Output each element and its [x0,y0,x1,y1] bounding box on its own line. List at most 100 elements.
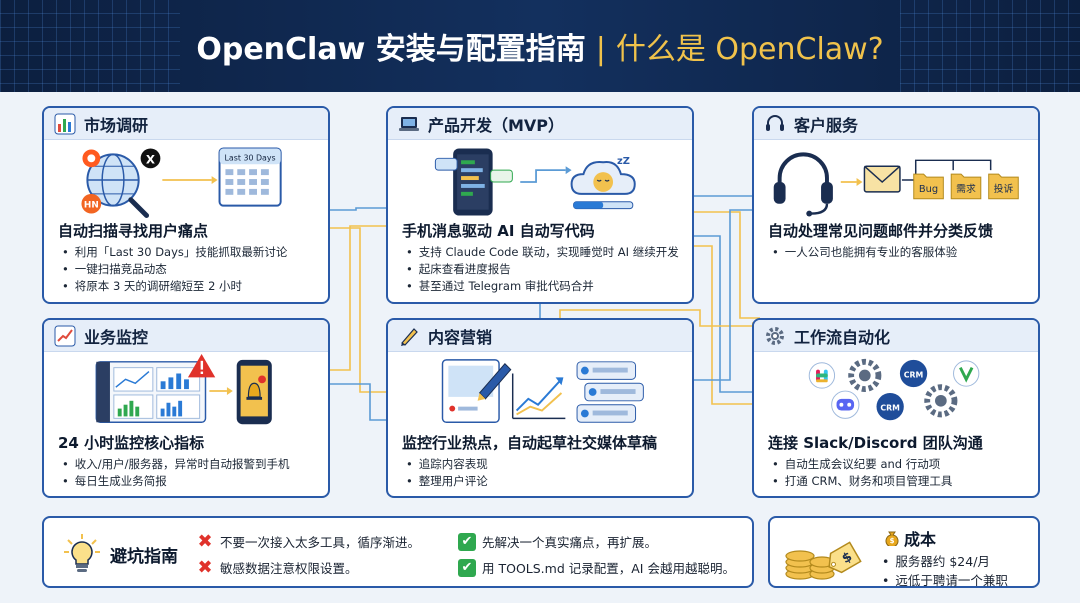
bullet-item: 甚至通过 Telegram 审批代码合并 [406,278,679,295]
badge-x: X [146,152,155,166]
crm-label-top: CRM [904,370,924,379]
card-title: 产品开发（MVP） [428,115,565,135]
card-headline: 监控行业热点，自动起草社交媒体草稿 [402,434,658,452]
tip-do: ✔ 先解决一个真实痛点，再扩展。 [458,532,657,551]
phone-code-icon [434,148,513,216]
page-title: OpenClaw 安装与配置指南 | 什么是 OpenClaw? [196,24,883,68]
post-pen-icon [441,359,512,423]
sleeping-cloud-icon: zZ [570,156,636,210]
card-title: 市场调研 [84,115,149,135]
headset-icon [764,113,786,135]
folder-icons: Bug 需求 投诉 [913,173,1019,200]
bullet-item: 一键扫描竞品动态 [62,261,287,278]
cost-title-text: 成本 [904,530,937,549]
card-business-monitor: 业务监控 24 小时监控核心指标 收入/用户/ [42,318,330,498]
bullet-item: 起床查看进度报告 [406,261,679,278]
tips-panel: 避坑指南 ✖ 不要一次接入太多工具，循序渐进。 ✖ 敏感数据注意权限设置。 ✔ … [42,516,754,588]
tip-text: 敏感数据注意权限设置。 [220,561,358,576]
card-headline: 24 小时监控核心指标 [58,434,205,452]
bullet-item: 追踪内容表现 [406,456,488,473]
title-separator: | [595,32,606,67]
card-bullets: 追踪内容表现 整理用户评论 [406,456,488,490]
service-illustration: Bug 需求 投诉 [773,152,1019,217]
tips-title: 避坑指南 [110,547,178,567]
support-headset-icon [773,152,833,217]
cost-title: $ 成本 [884,526,936,550]
card-bullets: 利用「Last 30 Days」技能抓取最新讨论 一键扫描竞品动态 将原本 3 … [62,244,288,295]
cross-icon: ✖ [197,557,213,578]
card-customer-service: 客户服务 Bug 需求 投诉 自动处理常见问题邮件并分类反馈 一人公司也能拥有 [752,106,1040,304]
card-headline: 自动扫描寻找用户痛点 [58,222,209,240]
bullet-item: 每日生成业务简报 [62,473,290,490]
card-title: 工作流自动化 [794,327,891,347]
cost-panel: $ $ 成本 服务器约 $24/月 远低于聘请一个兼职 [768,516,1040,588]
monitor-illustration [95,354,272,425]
cost-list: 服务器约 $24/月 远低于聘请一个兼职 [882,552,1008,590]
gear-icon [764,325,786,347]
bullet-item: 利用「Last 30 Days」技能抓取最新讨论 [62,244,288,261]
tip-do: ✔ 用 TOOLS.md 记录配置，AI 会越用越聪明。 [458,558,735,577]
checkmark-icon: ✔ [458,532,476,551]
checkmark-icon: ✔ [458,558,476,577]
tip-text: 不要一次接入太多工具，循序渐进。 [220,535,421,550]
title-subtitle: 什么是 OpenClaw? [615,32,884,67]
title-main: OpenClaw 安装与配置指南 [196,32,586,67]
tip-dont: ✖ 不要一次接入太多工具，循序渐进。 [196,531,421,552]
card-header: 工作流自动化 [754,320,1038,352]
card-title: 内容营销 [428,327,493,347]
card-workflow-automation: 工作流自动化 CRM CRM 连接 Slack/Disco [752,318,1040,498]
card-headline: 自动处理常见问题邮件并分类反馈 [768,222,994,240]
discord-icon [831,390,860,419]
card-header: 业务监控 [44,320,328,352]
bullet-item: 整理用户评论 [406,473,488,490]
folder-complaint: 投诉 [994,182,1014,195]
crm-icon: CRM CRM [876,359,928,421]
slack-icon [808,362,836,389]
crm-label-bottom: CRM [880,404,900,413]
bullet-item: 打通 CRM、财务和项目管理工具 [772,473,953,490]
card-market-research: 市场调研 X HN Last 30 Days 自动扫描寻 [42,106,330,304]
sleep-label: zZ [617,156,630,167]
card-header: 客户服务 [754,108,1038,140]
cost-item: 远低于聘请一个兼职 [882,571,1008,590]
card-header: 产品开发（MVP） [388,108,692,140]
workflow-illustration: CRM CRM [808,358,980,421]
bullet-item: 自动生成会议纪要 and 行动项 [772,456,952,473]
card-bullets: 支持 Claude Code 联动，实现睡觉时 AI 继续开发 起床查看进度报告… [406,244,679,295]
email-icon [863,165,901,193]
card-bullets: 一人公司也能拥有专业的客服体验 [772,244,958,261]
card-bullets: 收入/用户/服务器，异常时自动报警到手机 每日生成业务简报 [62,456,290,490]
bar-chart-icon [54,113,76,135]
bullet-item: 一人公司也能拥有专业的客服体验 [772,244,958,261]
market-illustration: X HN Last 30 Days [81,147,282,218]
card-title: 业务监控 [84,327,149,347]
svg-text:$: $ [890,537,895,545]
chat-bubbles-icon [576,361,644,423]
tip-text: 先解决一个真实痛点，再扩展。 [482,535,658,550]
card-header: 内容营销 [388,320,692,352]
cost-item: 服务器约 $24/月 [882,552,1008,571]
coins-tag-icon: $ [784,526,864,586]
gear-cluster-icon [848,358,958,418]
folder-bug: Bug [919,184,938,195]
calendar-icon: Last 30 Days [218,147,282,207]
laptop-icon [398,113,420,135]
sheet-app-icon [953,360,980,387]
card-header: 市场调研 [44,108,328,140]
cross-icon: ✖ [197,531,213,552]
card-title: 客户服务 [794,115,859,135]
header-banner: OpenClaw 安装与配置指南 | 什么是 OpenClaw? [0,0,1080,92]
writing-hand-icon [398,325,420,347]
bullet-item: 将原本 3 天的调研缩短至 2 小时 [62,278,287,295]
bullet-item: 收入/用户/服务器，异常时自动报警到手机 [62,456,290,473]
dashboard-icon [95,361,207,423]
card-content-marketing: 内容营销 监控行业热点，自动起草社交媒体草稿 追踪内容表现 整理用户评论 [386,318,694,498]
lightbulb-icon [64,534,100,578]
card-headline: 手机消息驱动 AI 自动写代码 [402,222,595,240]
calendar-label: Last 30 Days [225,153,276,162]
folder-request: 需求 [956,183,976,195]
phone-alert-icon [236,359,272,425]
content-illustration [441,359,644,423]
money-bag-icon: $ [884,530,900,546]
bullet-item: 支持 Claude Code 联动，实现睡觉时 AI 继续开发 [406,244,679,261]
